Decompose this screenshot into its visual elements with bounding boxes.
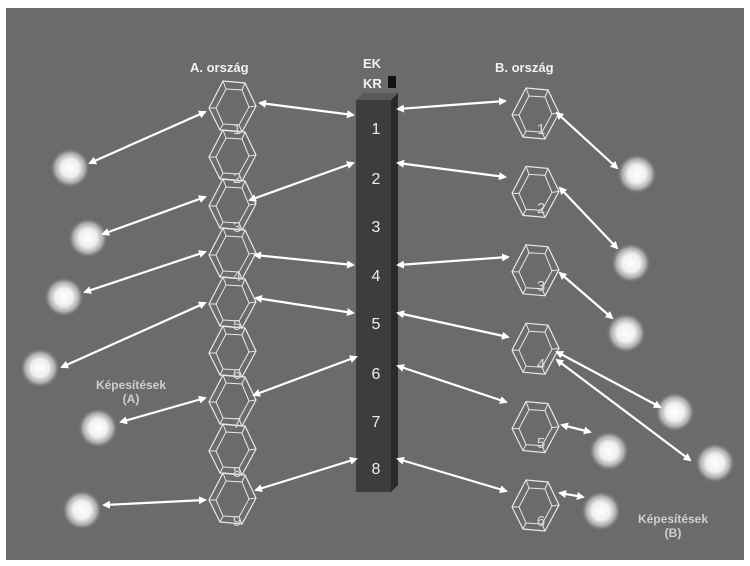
double-arrow-11 [252, 355, 358, 397]
double-arrow-16 [396, 310, 510, 340]
double-arrow-21 [558, 271, 614, 320]
double-arrow-25 [558, 490, 585, 500]
double-arrow-3 [83, 250, 207, 294]
country-a-level-8: 8 [232, 464, 242, 481]
country-b-level-1: 1 [536, 121, 546, 138]
double-arrow-4 [60, 301, 207, 369]
qualification-sphere-7 [617, 154, 657, 194]
country-a-hexagon-9 [208, 472, 257, 525]
qualifications-b-line2: (B) [664, 526, 682, 540]
qualifications-b-line1: Képesítések [637, 512, 709, 526]
arrow-group [60, 97, 692, 509]
country-b-hexagon-stack [511, 87, 560, 532]
double-arrow-20 [558, 186, 619, 250]
country-a-level-1: 1 [232, 121, 242, 138]
country-a-level-3: 3 [232, 219, 242, 236]
double-arrow-14 [396, 159, 507, 181]
qualification-sphere-11 [589, 431, 629, 471]
double-arrow-13 [396, 97, 507, 113]
qualification-sphere-2 [68, 218, 108, 258]
double-arrow-5 [119, 395, 207, 425]
qualification-sphere-1 [50, 148, 90, 188]
country-a-level-5: 5 [232, 317, 242, 334]
ekkr-level-4: 4 [371, 268, 381, 285]
ekkr-level-7: 7 [371, 414, 381, 431]
double-arrow-12 [254, 456, 358, 493]
double-arrow-7 [258, 99, 355, 119]
ekkr-label-kr: KR [363, 76, 382, 91]
ekkr-level-1: 1 [371, 121, 381, 138]
qualification-sphere-5 [78, 408, 118, 448]
country-b-hexagon-6 [511, 479, 560, 532]
qualification-sphere-4 [20, 348, 60, 388]
qualification-sphere-6 [62, 490, 102, 530]
country-a-level-4: 4 [232, 268, 242, 285]
qualification-sphere-3 [44, 277, 84, 317]
country-a-level-2: 2 [232, 170, 242, 187]
ekkr-label-ek: EK [363, 56, 382, 71]
double-arrow-19 [555, 111, 619, 170]
double-arrow-24 [560, 422, 592, 435]
country-a-title: A. ország [190, 60, 249, 75]
double-arrow-15 [396, 253, 510, 269]
qualifications-a-line2: (A) [122, 392, 140, 406]
double-arrow-8 [248, 161, 355, 202]
ekkr-level-5: 5 [371, 316, 381, 333]
ekkr-level-6: 6 [371, 366, 381, 383]
country-b-level-5: 5 [536, 435, 546, 452]
qualifications-b-label: Képesítések (B) [628, 512, 718, 540]
country-b-hexagon-1 [511, 87, 560, 140]
double-arrow-1 [88, 110, 207, 165]
double-arrow-10 [254, 294, 355, 317]
country-b-level-2: 2 [536, 200, 546, 217]
double-arrow-6 [102, 496, 207, 509]
qualification-sphere-12 [695, 443, 735, 483]
country-b-hexagon-2 [511, 165, 560, 219]
country-a-level-6: 6 [232, 366, 242, 383]
country-b-level-4: 4 [536, 356, 546, 373]
country-a-hexagon-stack [208, 80, 257, 525]
country-b-hexagon-3 [511, 244, 560, 297]
double-arrow-2 [101, 195, 207, 236]
ekkr-level-8: 8 [371, 461, 381, 478]
qualification-sphere-13 [581, 491, 621, 531]
country-b-hexagon-5 [511, 400, 560, 454]
qualification-sphere-9 [606, 313, 646, 353]
qualification-sphere-8 [611, 243, 651, 283]
qualifications-a-label: Képesítések (A) [86, 378, 176, 406]
qualifications-a-line1: Képesítések [95, 378, 167, 392]
country-a-level-7: 7 [232, 415, 242, 432]
double-arrow-23 [555, 358, 692, 462]
double-arrow-18 [396, 456, 508, 494]
ekkr-level-2: 2 [371, 171, 381, 188]
country-b-hexagon-4 [511, 322, 560, 375]
ekkr-level-3: 3 [371, 219, 381, 236]
country-b-level-6: 6 [536, 513, 546, 530]
qualification-sphere-10 [655, 392, 695, 432]
country-b-level-3: 3 [536, 278, 546, 295]
country-b-title: B. ország [495, 60, 554, 75]
country-a-level-9: 9 [232, 513, 242, 530]
double-arrow-9 [253, 251, 355, 269]
double-arrow-17 [396, 364, 508, 404]
